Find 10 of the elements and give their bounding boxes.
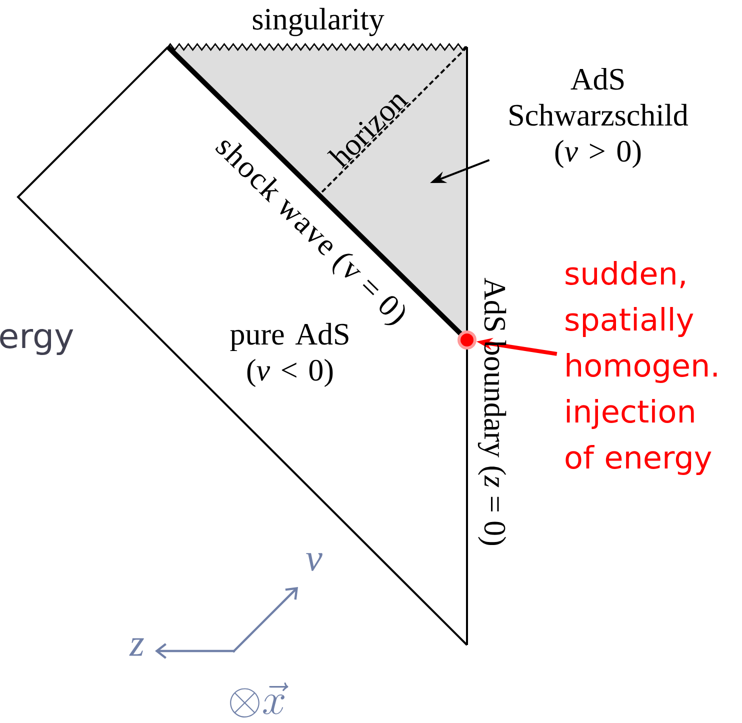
injection-point — [458, 330, 476, 350]
axis-label: z — [129, 638, 144, 656]
boundary-label: AdS boundary (z = 0) — [478, 278, 506, 546]
cut-off-text: ergy — [0, 328, 74, 356]
axis-label: $\otimes \vec{x}$ — [230, 682, 288, 718]
axis-label: v — [306, 553, 322, 571]
region-label: pure AdS (v < 0) — [230, 322, 348, 388]
region-label: AdS Schwarzschild (v > 0) — [510, 68, 688, 168]
label-text: singularity — [252, 8, 384, 36]
annotation-text: sudden, spatially homogen. injection of energy — [566, 261, 717, 475]
